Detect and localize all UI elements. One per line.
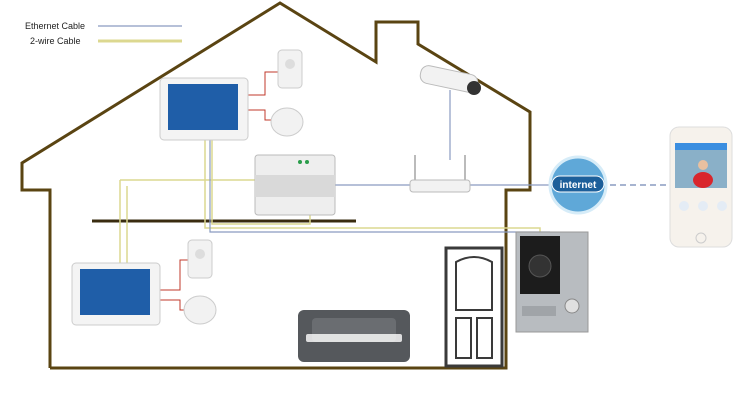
wifi-router bbox=[409, 155, 471, 193]
motion-sensor-downstairs bbox=[187, 239, 213, 279]
legend-ethernet-label: Ethernet Cable bbox=[25, 21, 85, 31]
ethernet-cables bbox=[209, 90, 555, 233]
smoke-detector-downstairs bbox=[183, 295, 217, 325]
legend-2wire-label: 2-wire Cable bbox=[30, 36, 81, 46]
indoor-monitor-downstairs bbox=[71, 262, 161, 326]
sofa bbox=[298, 310, 410, 362]
door bbox=[444, 246, 504, 368]
house-outline bbox=[20, 1, 532, 370]
alarm-wires bbox=[160, 71, 280, 311]
motion-sensor-upstairs bbox=[277, 49, 303, 89]
ip-camera bbox=[419, 65, 481, 95]
internet-globe: internet bbox=[548, 155, 608, 215]
smartphone bbox=[669, 126, 733, 248]
smoke-detector-upstairs bbox=[270, 107, 304, 137]
indoor-monitor-upstairs bbox=[159, 77, 249, 141]
door-station bbox=[515, 231, 589, 333]
network-switch bbox=[254, 154, 336, 216]
internet-label: internet bbox=[560, 180, 597, 191]
legend: Ethernet Cable 2-wire Cable bbox=[25, 21, 182, 46]
